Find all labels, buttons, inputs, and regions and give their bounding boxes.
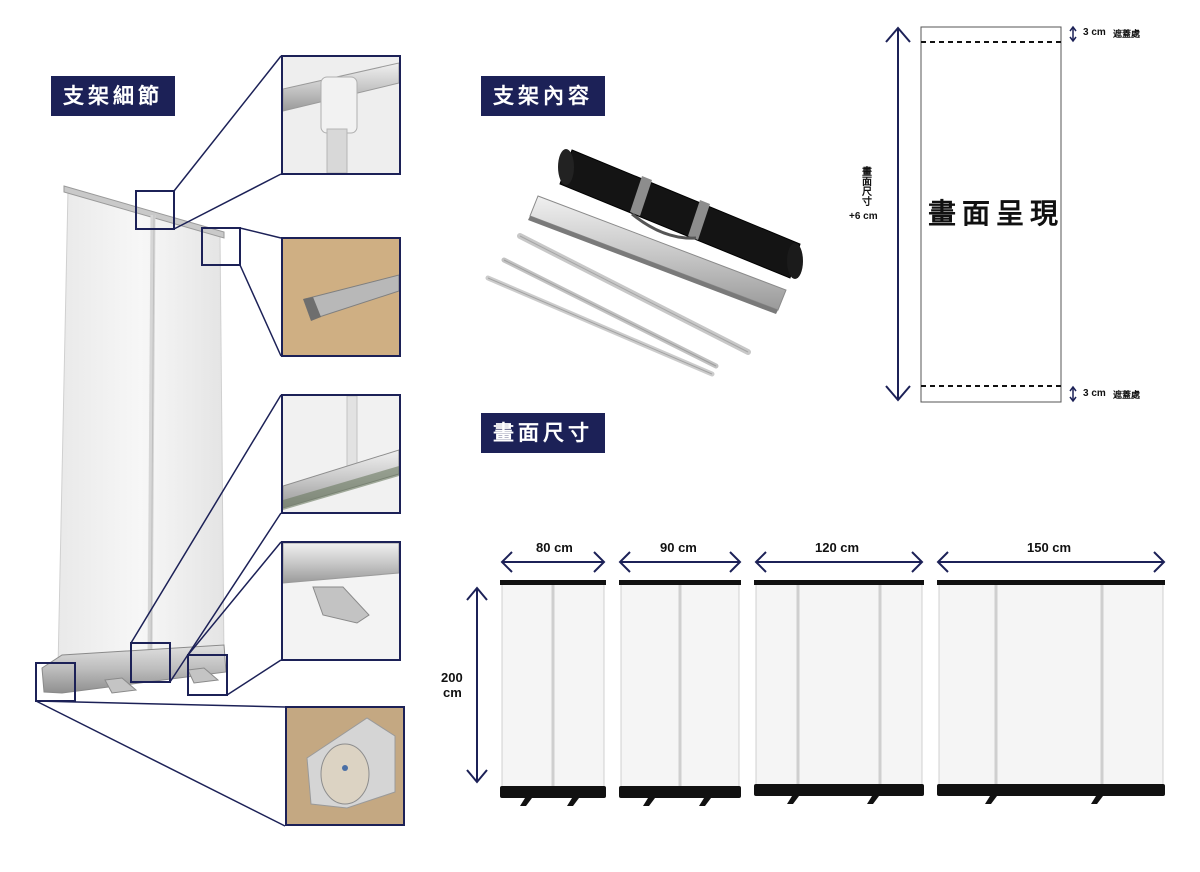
top-margin-arrow-icon <box>1069 25 1077 43</box>
top-margin-value: 3 cm <box>1083 27 1106 38</box>
banner-150 <box>937 580 1165 804</box>
width-label-150: 150 cm <box>1027 540 1072 555</box>
width-label-120: 120 cm <box>815 540 860 555</box>
top-margin-note: 遮蓋處 <box>1113 29 1141 39</box>
height-extra: +6 cm <box>849 211 878 222</box>
detail-rail-endcap <box>281 237 401 357</box>
details-title: 支架細節 <box>51 76 175 116</box>
bottom-margin-value: 3 cm <box>1083 388 1106 399</box>
detail-base-endcap <box>285 706 405 826</box>
height-label-char: 尺 <box>862 187 872 198</box>
bottom-margin-arrow-icon <box>1069 385 1077 403</box>
print-area-center-text: 畫面呈現 <box>928 197 1065 230</box>
detail-top-clip <box>281 55 401 175</box>
banner-80 <box>500 580 606 806</box>
detail-pole-socket <box>281 394 401 514</box>
height-unit: cm <box>443 685 462 700</box>
height-value: 200 <box>441 670 463 685</box>
size-title: 畫面尺寸 <box>481 413 605 453</box>
width-label-80: 80 cm <box>536 540 573 555</box>
detail-foot <box>281 541 401 661</box>
height-label-char: 面 <box>862 177 872 188</box>
bottom-margin-note: 遮蓋處 <box>1113 390 1141 400</box>
carry-bag-icon <box>558 149 803 279</box>
banner-90 <box>619 580 741 806</box>
contents-title: 支架內容 <box>481 76 605 116</box>
width-label-90: 90 cm <box>660 540 697 555</box>
height-label-char: 寸 <box>862 197 872 208</box>
banner-120 <box>754 580 924 804</box>
height-label-char: 畫 <box>862 167 872 178</box>
